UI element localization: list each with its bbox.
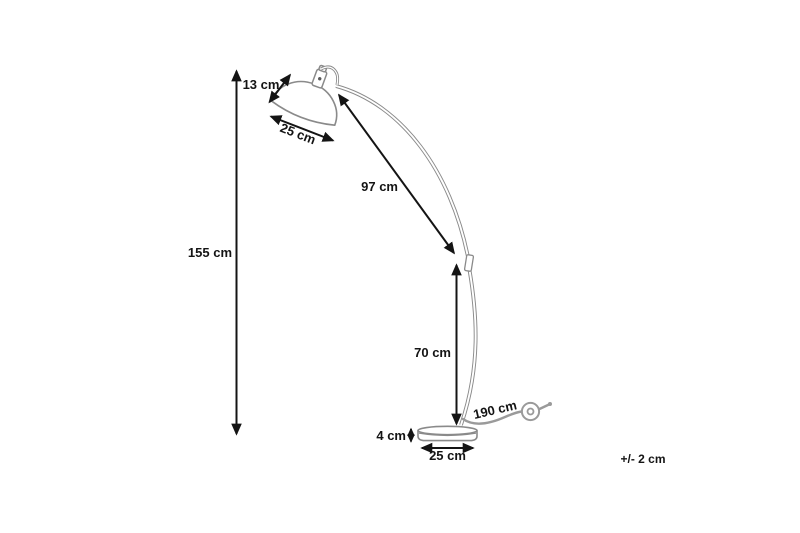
- lamp-drawing: [270, 64, 552, 442]
- label-base-height: 4 cm: [376, 428, 406, 443]
- lamp-base: [417, 425, 478, 442]
- plug-tip: [548, 402, 552, 406]
- label-arm-length: 97 cm: [361, 179, 398, 194]
- label-base-diameter: 25 cm: [429, 448, 466, 463]
- label-shade-height: 13 cm: [243, 77, 280, 92]
- dim-line-arm-length: [338, 93, 455, 255]
- label-cable-length: 190 cm: [472, 397, 518, 422]
- label-total-height: 155 cm: [188, 245, 232, 260]
- arc-tube-upper: [335, 84, 470, 258]
- label-pole-height: 70 cm: [414, 345, 451, 360]
- label-tolerance: +/- 2 cm: [620, 452, 665, 466]
- label-shade-width: 25 cm: [278, 120, 318, 147]
- hook-arm: [320, 65, 340, 86]
- arc-tube-lower: [459, 269, 478, 426]
- dim-line-shade-height: [268, 73, 292, 104]
- dimension-lines: [231, 69, 475, 454]
- power-cable: [461, 401, 552, 425]
- dimension-labels: 13 cm 25 cm 155 cm 97 cm 70 cm 190 cm 4 …: [188, 77, 666, 466]
- dim-line-shade-width: [269, 115, 335, 142]
- tube-joint-sleeve: [463, 254, 475, 272]
